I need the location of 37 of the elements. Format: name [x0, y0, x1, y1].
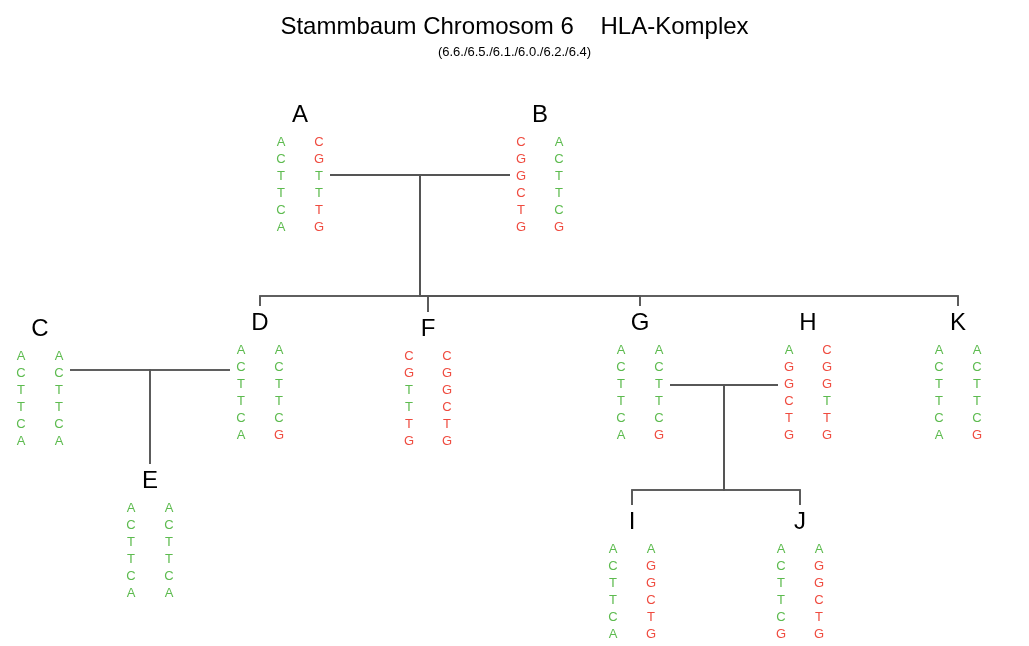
haplotype-column: C G T T T G [312, 133, 326, 235]
individual-label: F [419, 313, 437, 341]
haplotype-column: A C T T C A [234, 341, 248, 443]
haplotype-column: A C T T C A [162, 499, 176, 601]
individual-label: A [291, 99, 309, 127]
haplotype-column: C G T T T G [402, 347, 416, 449]
haplotype-column: A C T T C A [274, 133, 288, 235]
haplotype-column: A C T T C G [970, 341, 984, 443]
individual-label: B [531, 99, 549, 127]
haplotype-column: A G G C T G [644, 540, 658, 642]
individual-label: I [627, 506, 637, 534]
haplotype-column: A C T T C A [14, 347, 28, 449]
individual-label: K [949, 307, 967, 335]
haplotype-column: C G G C T G [440, 347, 454, 449]
haplotype-column: A C T T C G [652, 341, 666, 443]
haplotype-column: A C T T C A [614, 341, 628, 443]
haplotype-column: A C T T C A [606, 540, 620, 642]
haplotype-column: A G G C T G [782, 341, 796, 443]
title: Stammbaum Chromosom 6 HLA-Komplex [279, 12, 750, 40]
individual-label: E [141, 465, 159, 493]
haplotype-column: A C T T C A [124, 499, 138, 601]
haplotype-column: A C T T C A [932, 341, 946, 443]
haplotype-column: A G G C T G [812, 540, 826, 642]
subtitle: (6.6./6.5./6.1./6.0./6.2./6.4) [436, 44, 593, 59]
descent-line [723, 384, 801, 506]
haplotype-column: C G G C T G [514, 133, 528, 235]
haplotype-column: A C T T C G [774, 540, 788, 642]
haplotype-column: A C T T C G [552, 133, 566, 235]
individual-label: D [250, 307, 270, 335]
haplotype-column: A C T T C A [52, 347, 66, 449]
individual-label: J [793, 506, 807, 534]
haplotype-column: C G G T T G [820, 341, 834, 443]
descent-line [149, 369, 231, 465]
haplotype-column: A C T T C G [272, 341, 286, 443]
individual-label: G [630, 307, 650, 335]
individual-label: C [30, 313, 50, 341]
individual-label: H [798, 307, 818, 335]
